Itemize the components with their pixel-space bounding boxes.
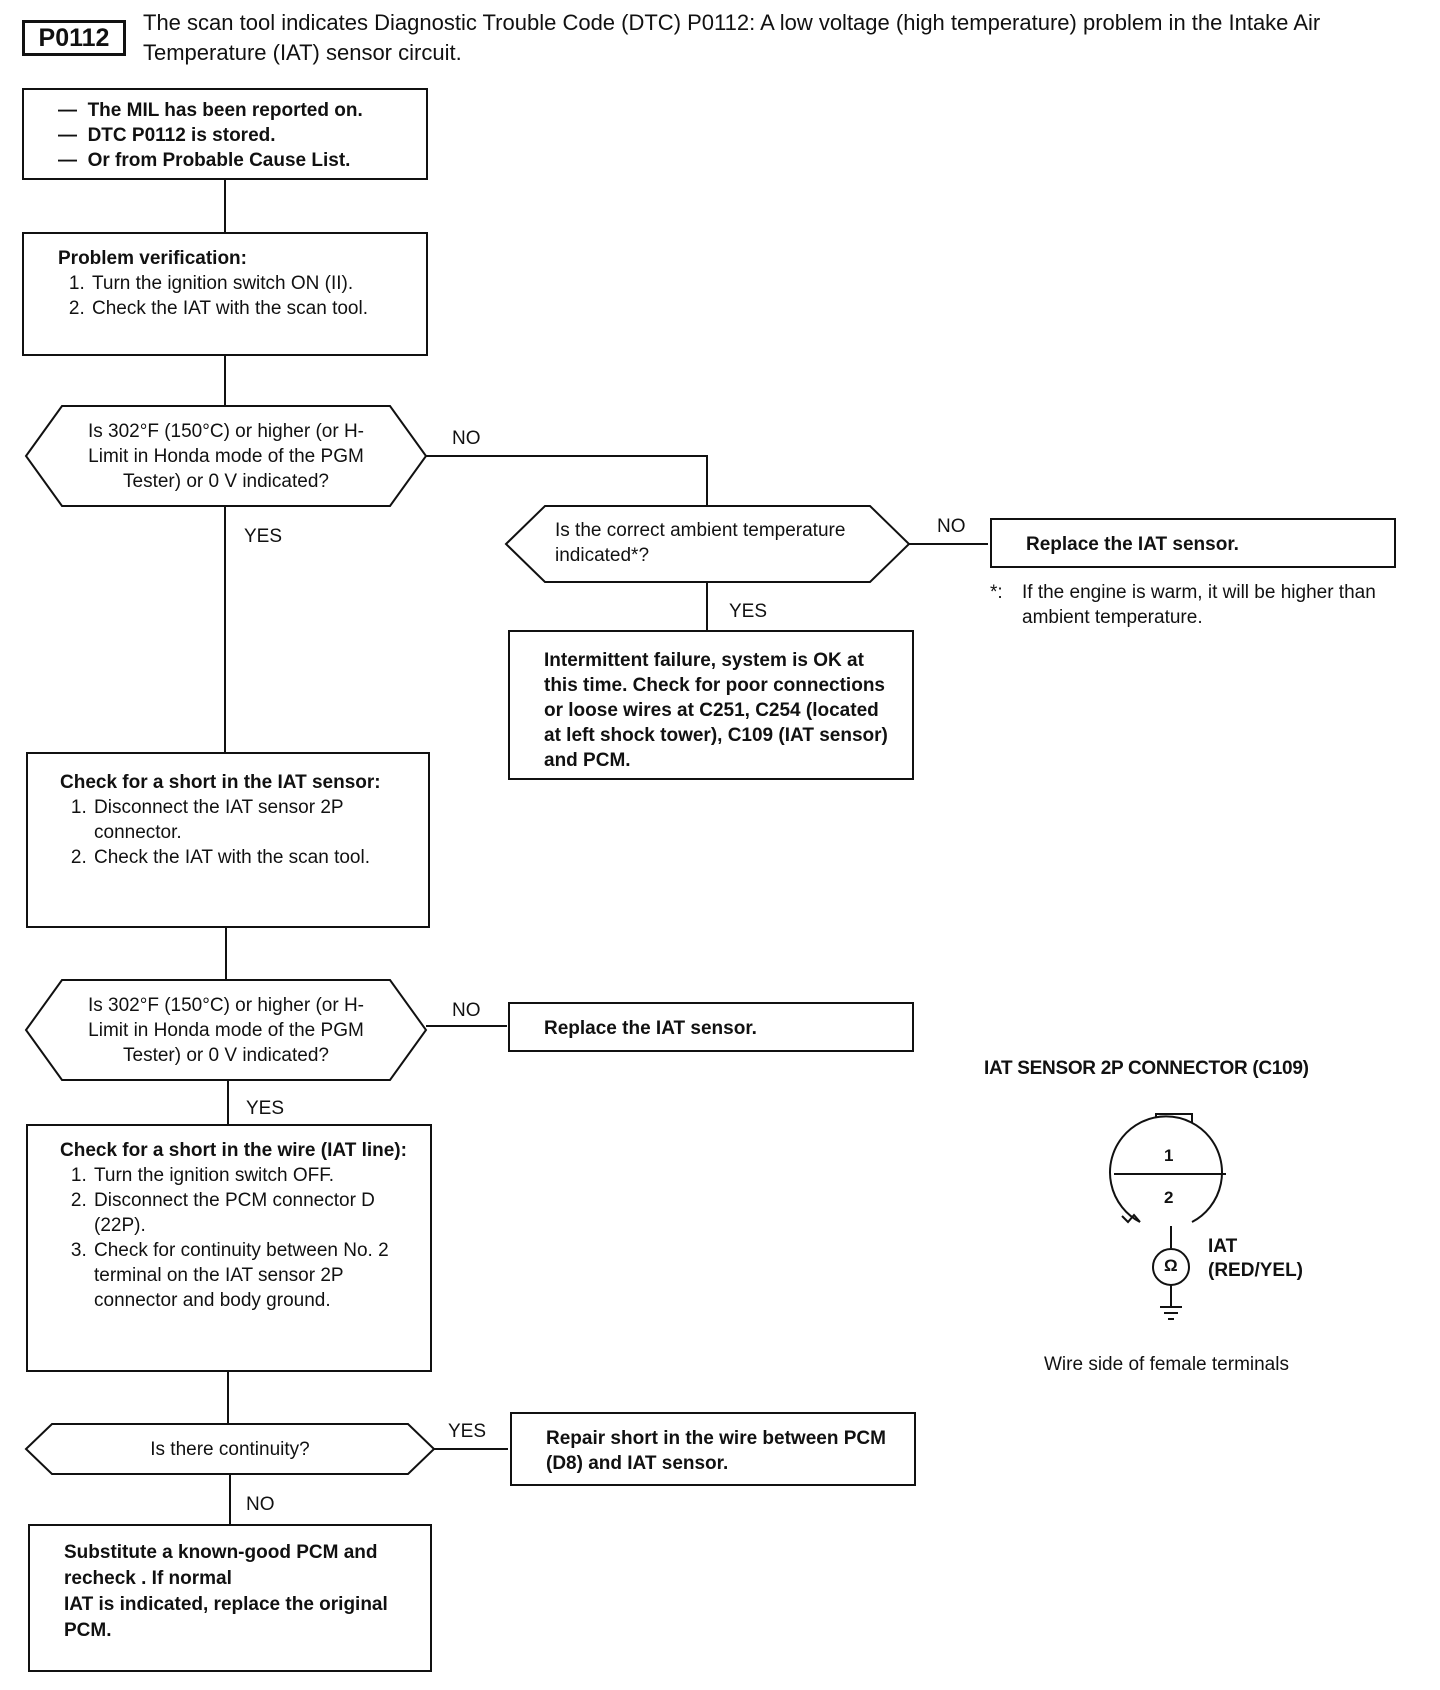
decision-2-text: Is the correct ambient temperature indic…	[555, 520, 846, 566]
footnote-marker: *:	[990, 582, 1003, 603]
decision-diamond-3	[24, 979, 428, 1081]
short-sensor-title: Check for a short in the IAT sensor:	[60, 772, 381, 793]
decision-4-text: Is there continuity?	[150, 1439, 310, 1460]
connector-body	[1109, 1115, 1223, 1223]
connector-terminal-2: 2	[1164, 1188, 1174, 1207]
decision-1-text: Is 302°F (150°C) or higher (or H-Limit i…	[87, 421, 364, 492]
repair-short-text: Repair short in the wire between PCM (D8…	[546, 1428, 886, 1474]
dtc-description: The scan tool indicates Diagnostic Troub…	[143, 10, 1321, 65]
verification-title: Problem verification:	[58, 248, 247, 269]
substitute-pcm-line-1: Substitute a known-good PCM and recheck …	[64, 1542, 378, 1589]
short-wire-step: Turn the ignition switch OFF.	[92, 1163, 416, 1188]
short-sensor-step: Check the IAT with the scan tool.	[92, 845, 414, 870]
decision-3-text: Is 302°F (150°C) or higher (or H-Limit i…	[87, 995, 364, 1066]
decision-2-no-label: NO	[937, 516, 966, 537]
short-wire-step: Check for continuity between No. 2 termi…	[92, 1238, 416, 1313]
substitute-pcm-line-2: IAT is indicated, replace the original P…	[64, 1594, 388, 1641]
replace-iat-sensor-text-2: Replace the IAT sensor.	[544, 1018, 757, 1039]
short-wire-check-box: Check for a short in the wire (IAT line)…	[26, 1124, 432, 1372]
verification-step: Turn the ignition switch ON (II).	[90, 271, 412, 296]
decision-4-yes-label: YES	[448, 1421, 487, 1442]
ohm-symbol-icon: Ω	[1164, 1256, 1178, 1275]
start-item: Or from Probable Cause List.	[58, 148, 416, 173]
replace-iat-sensor-box-2: Replace the IAT sensor.	[508, 1002, 914, 1052]
intermittent-text: Intermittent failure, system is OK at th…	[544, 650, 888, 771]
start-item: DTC P0112 is stored.	[58, 123, 416, 148]
decision-1-no-label: NO	[452, 428, 481, 449]
footnote: *: If the engine is warm, it will be hig…	[990, 580, 1410, 630]
verification-step: Check the IAT with the scan tool.	[90, 296, 412, 321]
short-wire-step: Disconnect the PCM connector D (22P).	[92, 1188, 416, 1238]
connector-diagram	[1109, 1113, 1226, 1320]
decision-3-yes-label: YES	[246, 1098, 285, 1119]
footnote-text: If the engine is warm, it will be higher…	[1022, 582, 1376, 628]
connector-caption: Wire side of female terminals	[1044, 1354, 1289, 1375]
wire-color: (RED/YEL)	[1208, 1260, 1303, 1281]
decision-3-no-label: NO	[452, 1000, 481, 1021]
replace-iat-sensor-text-1: Replace the IAT sensor.	[1026, 534, 1239, 555]
decision-2-yes-label: YES	[729, 601, 768, 622]
repair-short-box: Repair short in the wire between PCM (D8…	[510, 1412, 916, 1486]
decision-4-no-label: NO	[246, 1494, 275, 1515]
start-box: The MIL has been reported on. DTC P0112 …	[22, 88, 428, 180]
connector-title: IAT SENSOR 2P CONNECTOR (C109)	[984, 1058, 1309, 1079]
wire-label: IAT	[1208, 1236, 1238, 1257]
verification-box: Problem verification: Turn the ignition …	[22, 232, 428, 356]
substitute-pcm-box: Substitute a known-good PCM and recheck …	[28, 1524, 432, 1672]
short-sensor-check-box: Check for a short in the IAT sensor: Dis…	[26, 752, 430, 928]
decision-1-yes-label: YES	[244, 526, 283, 547]
intermittent-box: Intermittent failure, system is OK at th…	[508, 630, 914, 780]
short-sensor-step: Disconnect the IAT sensor 2P connector.	[92, 795, 414, 845]
dtc-code-badge: P0112	[22, 20, 126, 56]
replace-iat-sensor-box-1: Replace the IAT sensor.	[990, 518, 1396, 568]
connector-terminal-1: 1	[1164, 1146, 1174, 1165]
short-wire-title: Check for a short in the wire (IAT line)…	[60, 1140, 407, 1161]
start-item: The MIL has been reported on.	[58, 98, 416, 123]
connector-line	[426, 455, 708, 506]
